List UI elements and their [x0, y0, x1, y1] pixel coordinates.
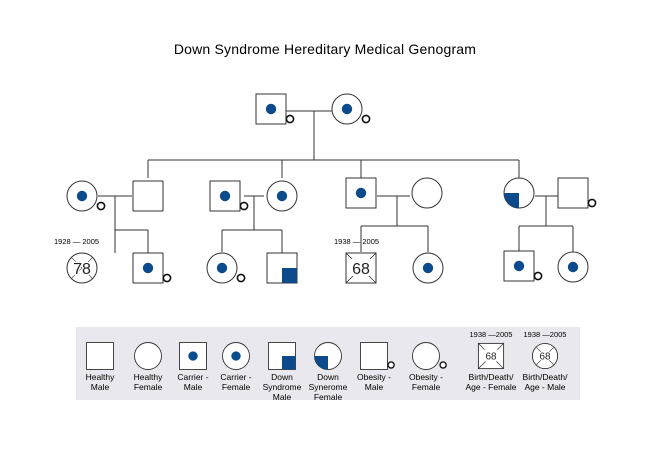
person-g2-son: [132, 252, 172, 284]
legend-symbol-6: [360, 342, 395, 370]
carrier-dot: [265, 103, 277, 115]
legend-symbol-4: [268, 342, 296, 370]
person-g7-son: [503, 250, 543, 282]
square-shape: [360, 342, 388, 370]
carrier-dot: [142, 262, 154, 274]
obesity-marker: [387, 361, 395, 369]
legend-label: Birth/Death/ Age - Female: [465, 372, 517, 392]
square-shape: [86, 342, 114, 370]
age-bg: [482, 349, 500, 362]
person-g8-daughter: [557, 251, 589, 283]
age-label: 78: [73, 261, 91, 278]
legend-symbol-2: [179, 342, 207, 370]
obesity-marker: [361, 114, 371, 124]
death-year: 2005: [362, 237, 380, 246]
square-shape: [557, 177, 589, 209]
legend-label: Healthy Female: [133, 372, 163, 392]
carrier-dot: [567, 261, 579, 273]
date-label-g1: 1928 — 2005: [54, 237, 99, 246]
carrier-dot: [216, 262, 228, 274]
person-c1-wife: [66, 180, 106, 212]
legend-symbol-8: 68: [477, 342, 505, 370]
date-dash: —: [72, 237, 81, 246]
person-c2-husband: [209, 180, 249, 212]
legend-label: Obesity - Male: [356, 372, 391, 392]
legend-symbol-3: [222, 342, 250, 370]
obesity-marker: [96, 201, 106, 211]
cross-line: [535, 346, 555, 366]
date-dash: —: [352, 237, 361, 246]
down-fill: [282, 268, 297, 283]
age-label: 68: [352, 261, 370, 278]
carrier-dot: [188, 351, 198, 361]
circle-shape: [412, 342, 440, 370]
carrier-dot: [422, 262, 434, 274]
carrier-dot: [76, 190, 88, 202]
carrier-dot: [231, 351, 241, 361]
circle-shape: [134, 342, 162, 370]
person-c4-wife: [503, 177, 535, 209]
legend-label: Birth/Death/ Age - Male: [522, 372, 568, 392]
person-g5-deceased: 68: [345, 252, 377, 284]
down-fill: [504, 193, 519, 208]
cross-line: [71, 257, 93, 279]
legend-symbol-7: [412, 342, 447, 370]
legend-label: Down Synerome Female: [308, 372, 348, 402]
age-label: 68: [485, 352, 497, 363]
person-gp-female: [331, 93, 371, 125]
age-label: 68: [539, 352, 551, 363]
square-shape: [179, 342, 207, 370]
carrier-dot: [219, 190, 231, 202]
obesity-marker: [162, 273, 172, 283]
carrier-dot: [513, 260, 525, 272]
birth-year: 1928: [54, 237, 71, 246]
legend-date-range: 1938 —2005: [469, 330, 513, 339]
person-c1-husband: [132, 180, 164, 212]
legend-symbol-5: [314, 342, 342, 370]
legend-label: Carrier - Female: [220, 372, 252, 392]
person-c3-wife: [411, 177, 443, 209]
square-shape: [255, 93, 287, 125]
person-g3-daughter: [206, 252, 246, 284]
person-c2-wife: [266, 180, 298, 212]
date-label-g5: 1938 — 2005: [334, 237, 379, 246]
down-fill: [314, 356, 328, 370]
person-c3-husband: [345, 177, 377, 209]
person-g4-son: [266, 252, 298, 284]
person-g1-deceased: 78: [66, 252, 98, 284]
obesity-marker: [236, 273, 246, 283]
legend-label: Obesity - Female: [408, 372, 443, 392]
square-shape: [132, 252, 164, 284]
down-fill: [282, 356, 296, 370]
legend-date-range: 1938 —2005: [523, 330, 567, 339]
legend-label: Healthy Male: [85, 372, 115, 392]
obesity-marker: [439, 361, 447, 369]
carrier-dot: [341, 103, 353, 115]
legend-symbol-0: [86, 342, 114, 370]
age-bg: [350, 259, 372, 276]
circle-shape: [411, 177, 443, 209]
obesity-marker: [239, 201, 249, 211]
page-title: Down Syndrome Hereditary Medical Genogra…: [173, 41, 477, 57]
obesity-marker: [533, 271, 543, 281]
person-g6-daughter: [412, 252, 444, 284]
person-gp-male: [255, 93, 295, 125]
obesity-marker: [587, 198, 597, 208]
person-c4-husband: [557, 177, 597, 209]
legend-label: Down Syndrome Male: [262, 372, 302, 402]
obesity-marker: [285, 114, 295, 124]
death-year: 2005: [82, 237, 100, 246]
legend-symbol-9: 68: [531, 342, 559, 370]
carrier-dot: [276, 190, 288, 202]
birth-year: 1938: [334, 237, 351, 246]
legend-label: Carrier - Male: [177, 372, 209, 392]
square-shape: [132, 180, 164, 212]
legend-symbol-1: [134, 342, 162, 370]
carrier-dot: [355, 187, 367, 199]
